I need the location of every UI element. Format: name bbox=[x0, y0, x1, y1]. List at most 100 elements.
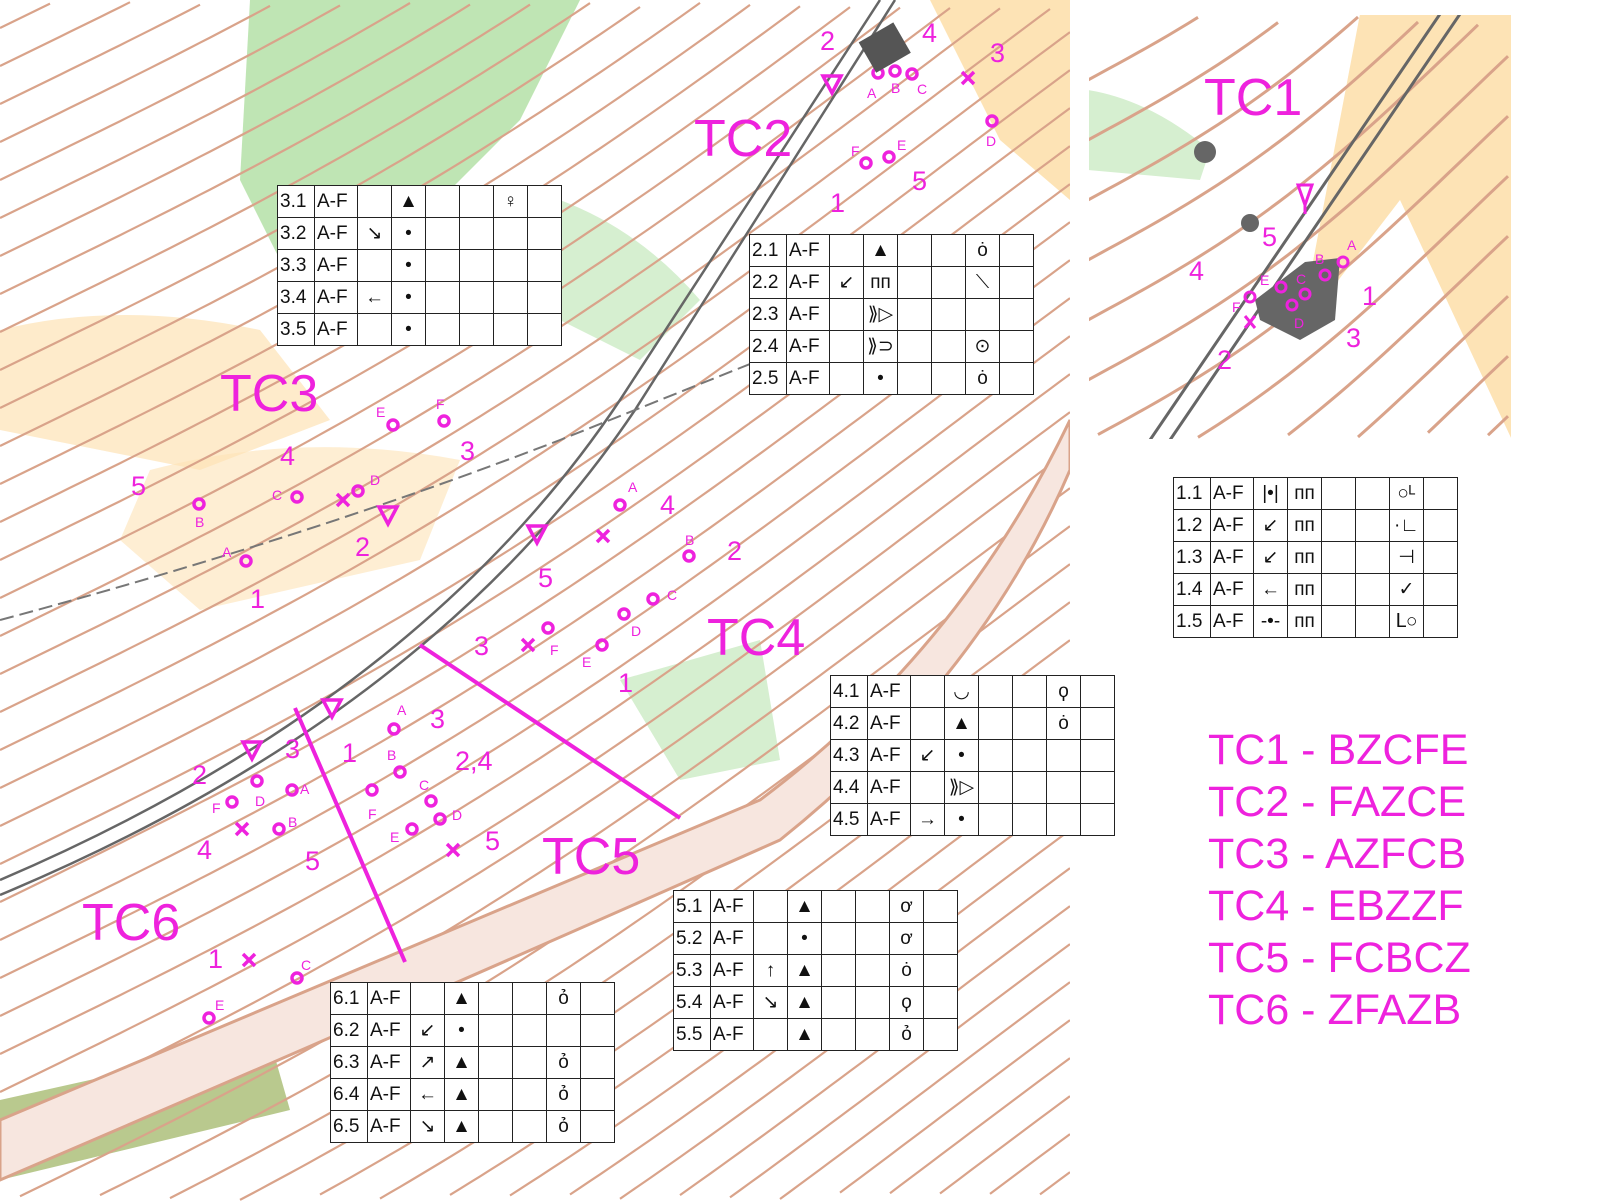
code-cell: A-F bbox=[710, 890, 754, 923]
task-label-tc4: TC4 bbox=[707, 609, 806, 667]
extra-cell bbox=[999, 330, 1034, 363]
control-number-cell: 3.1 bbox=[277, 185, 315, 218]
location-cell: ỏ bbox=[546, 1078, 581, 1111]
extra-cell bbox=[1080, 803, 1115, 836]
control-number-cell: 4.4 bbox=[830, 771, 868, 804]
code-cell: A-F bbox=[867, 771, 911, 804]
dimension-cell bbox=[512, 1078, 547, 1111]
control-number-cell: 1.3 bbox=[1173, 541, 1211, 574]
feature-cell: ⟫▷ bbox=[944, 771, 979, 804]
control-circle bbox=[541, 621, 555, 635]
location-cell bbox=[493, 313, 528, 346]
code-cell: A-F bbox=[314, 217, 358, 250]
code-cell: A-F bbox=[367, 1014, 411, 1047]
which-feature-cell: ↙ bbox=[910, 739, 945, 772]
control-number-cell: 3.5 bbox=[277, 313, 315, 346]
control-cross bbox=[335, 492, 351, 508]
code-cell: A-F bbox=[867, 739, 911, 772]
location-cell: ỏ bbox=[546, 982, 581, 1015]
start-triangle bbox=[525, 524, 549, 547]
contour-line bbox=[1088, 23, 1480, 322]
control-number-cell: 5.4 bbox=[673, 986, 711, 1019]
location-cell: ỏ bbox=[546, 1110, 581, 1143]
control-letter: F bbox=[436, 396, 445, 412]
control-letter: D bbox=[452, 807, 463, 823]
control-number-cell: 4.1 bbox=[830, 675, 868, 708]
control-number: 2 bbox=[355, 532, 371, 562]
control-number-cell: 4.3 bbox=[830, 739, 868, 772]
control-number: 3 bbox=[430, 704, 446, 734]
control-number: 1 bbox=[830, 188, 846, 218]
control-number: 1 bbox=[250, 584, 266, 614]
code-cell: A-F bbox=[367, 1046, 411, 1079]
control-letter: C bbox=[272, 487, 283, 503]
which-feature-cell: -•- bbox=[1253, 605, 1288, 638]
appearance-cell bbox=[478, 1014, 513, 1047]
dimension-cell bbox=[931, 234, 966, 267]
code-cell: A-F bbox=[710, 922, 754, 955]
control-number-cell: 5.5 bbox=[673, 1018, 711, 1051]
control-number: 5 bbox=[538, 563, 554, 593]
location-cell: ȯ bbox=[965, 234, 1000, 267]
extra-cell bbox=[527, 281, 562, 314]
feature-cell: • bbox=[444, 1014, 479, 1047]
which-feature-cell: ↑ bbox=[753, 954, 788, 987]
contour-line bbox=[1088, 55, 1510, 382]
appearance-cell bbox=[897, 362, 932, 395]
answer-key: TC1 - BZCFE TC2 - FAZCE TC3 - AZFCB TC4 … bbox=[1208, 724, 1471, 1036]
control-cross bbox=[960, 70, 976, 86]
control-number: 5 bbox=[912, 166, 928, 196]
extra-cell bbox=[580, 982, 615, 1015]
appearance-cell bbox=[978, 739, 1013, 772]
control-circle bbox=[882, 150, 896, 164]
contour-line bbox=[1197, 175, 1510, 439]
control-number-cell: 4.5 bbox=[830, 803, 868, 836]
extra-cell bbox=[527, 217, 562, 250]
task-label-tc5: TC5 bbox=[542, 828, 641, 886]
control-number: 3 bbox=[1346, 323, 1362, 353]
control-number-cell: 6.1 bbox=[330, 982, 368, 1015]
code-cell: A-F bbox=[367, 982, 411, 1015]
code-cell: A-F bbox=[1210, 605, 1254, 638]
feature-cell: • bbox=[863, 362, 898, 395]
start-triangle bbox=[240, 740, 264, 763]
code-cell: A-F bbox=[1210, 477, 1254, 510]
location-cell: ⊙ bbox=[965, 330, 1000, 363]
control-number-cell: 2.5 bbox=[749, 362, 787, 395]
control-letter: C bbox=[667, 587, 678, 603]
task-label-tc1: TC1 bbox=[1204, 69, 1303, 127]
task-label-tc6: TC6 bbox=[82, 894, 181, 952]
contour-line bbox=[0, 7, 1001, 637]
extra-cell bbox=[527, 313, 562, 346]
appearance-cell bbox=[978, 803, 1013, 836]
control-letter: F bbox=[368, 806, 377, 822]
code-cell: A-F bbox=[786, 330, 830, 363]
control-number: 3 bbox=[990, 38, 1006, 68]
extra-cell bbox=[1423, 573, 1458, 606]
contour-line bbox=[1088, 16, 1199, 82]
which-feature-cell: ↗ bbox=[410, 1046, 445, 1079]
control-number-cell: 1.5 bbox=[1173, 605, 1211, 638]
appearance-cell bbox=[478, 1110, 513, 1143]
which-feature-cell bbox=[753, 1018, 788, 1051]
extra-cell bbox=[1080, 675, 1115, 708]
feature-cell: ⟫⊃ bbox=[863, 330, 898, 363]
appearance-cell bbox=[1321, 509, 1356, 542]
feature-cell: • bbox=[391, 313, 426, 346]
dimension-cell bbox=[1012, 675, 1047, 708]
which-feature-cell: ↘ bbox=[753, 986, 788, 1019]
feature-cell: • bbox=[944, 739, 979, 772]
appearance-cell bbox=[478, 1078, 513, 1111]
extra-cell bbox=[923, 890, 958, 923]
which-feature-cell bbox=[753, 922, 788, 955]
